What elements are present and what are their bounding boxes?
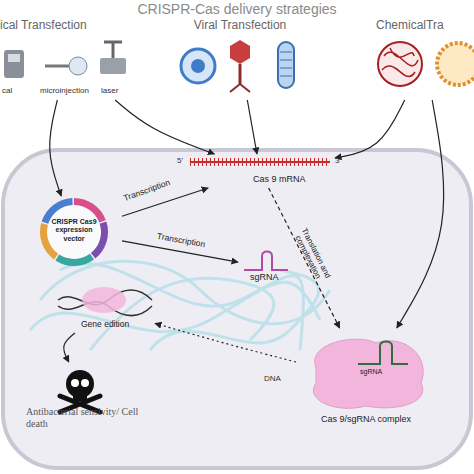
- cas9-complex: sgRNA Cas 9/sgRNA complex: [296, 328, 436, 432]
- plasmid-segment: [40, 223, 58, 259]
- annotation-label: laser: [101, 86, 118, 95]
- gene-edition: Gene edition: [55, 285, 155, 333]
- flow-arrow: [397, 100, 444, 328]
- skull-jaw: [73, 392, 87, 401]
- flow-arrow: [50, 100, 62, 196]
- cell-icon: [69, 57, 87, 75]
- laser-arm: [104, 41, 122, 44]
- annotation-label: microinjection: [40, 86, 89, 95]
- virus-core: [191, 59, 205, 73]
- diagram-title: CRISPR-Cas delivery strategies: [0, 1, 474, 17]
- plasmid-segment: [91, 221, 108, 258]
- virus-icon: [181, 49, 215, 83]
- liposome-icon: [437, 43, 474, 85]
- node-text: Viral Transfection: [180, 18, 300, 32]
- flow-arrow: [122, 188, 208, 216]
- flow-arrow: [269, 188, 340, 328]
- annotation-label: 5': [177, 156, 183, 165]
- node-text: sgRNA: [250, 272, 290, 283]
- flow-arrow: [122, 241, 238, 262]
- sgrna-hairpin: [244, 252, 288, 271]
- sgrna-molecule: sgRNA: [238, 250, 290, 284]
- mrna-bases: [190, 158, 330, 166]
- node-text: Gene edition: [81, 319, 155, 329]
- annotation-label: cal: [2, 86, 12, 95]
- annotation-label: DNA: [264, 374, 281, 383]
- node-text: Cas 9/sgRNA complex: [296, 414, 436, 425]
- edge-label: Transcription: [112, 174, 181, 207]
- phage-tail: [239, 64, 242, 84]
- delivery-category: Viral Transfection: [180, 18, 300, 100]
- cas9-protein: [313, 339, 423, 408]
- flow-arrow: [115, 100, 214, 154]
- edge-label: Translation and complexation: [281, 206, 343, 303]
- flow-arrow: [155, 323, 296, 362]
- polymer-coil: [382, 48, 418, 76]
- delivery-category: ical Transfection: [0, 18, 135, 100]
- filament-rings: [280, 52, 292, 76]
- electroporator-screen: [8, 54, 20, 62]
- electroporator-icon: [4, 50, 24, 78]
- bacterial-cell: [3, 150, 471, 468]
- mrna-strand: [190, 161, 330, 163]
- dna-thread: [60, 264, 303, 350]
- skull-eye: [81, 379, 89, 387]
- plasmid-fill: [47, 205, 101, 259]
- node-text: Cas 9 mRNA: [253, 174, 333, 185]
- skull-eye: [71, 379, 79, 387]
- plasmid-segment: [55, 254, 94, 266]
- polymer-icon: [378, 42, 422, 86]
- skull-icon: [60, 370, 100, 412]
- chromosome-threads: [30, 261, 330, 350]
- micropipette-icon: [45, 65, 70, 68]
- node-text: ical Transfection: [0, 18, 135, 32]
- edge-label: Transcription: [146, 230, 217, 252]
- flow-arrow: [335, 100, 405, 158]
- flow-arrow: [64, 333, 75, 362]
- chemical-icons: [378, 42, 474, 86]
- dna-thread: [30, 282, 320, 332]
- guide-rna: [358, 342, 408, 365]
- cas9-enzyme: [82, 287, 126, 313]
- plasmid-vector: CRISPR Cas9 expression vector: [26, 196, 122, 268]
- node-text: Antibacterial sensivity/ Cell death: [26, 406, 151, 430]
- node-text: sgRNA: [360, 368, 400, 376]
- phage-head: [230, 40, 250, 64]
- phage-legs: [230, 84, 250, 92]
- filament-virus: [278, 42, 294, 88]
- annotation-label: 3': [335, 156, 341, 165]
- delivery-category: ChemicalTra: [376, 18, 474, 100]
- dna-thread: [90, 278, 274, 350]
- node-text: ChemicalTra: [376, 18, 474, 32]
- cell-death: Antibacterial sensivity/ Cell death: [18, 362, 158, 436]
- viral-icons: [181, 40, 294, 92]
- laser-arm: [112, 42, 115, 58]
- physical-icons: [4, 42, 126, 78]
- flow-arrow: [247, 100, 257, 154]
- node-text: CRISPR Cas9 expression vector: [46, 218, 102, 243]
- mrna-strand: Cas 9 mRNA: [185, 154, 335, 188]
- laser-icon: [100, 58, 126, 74]
